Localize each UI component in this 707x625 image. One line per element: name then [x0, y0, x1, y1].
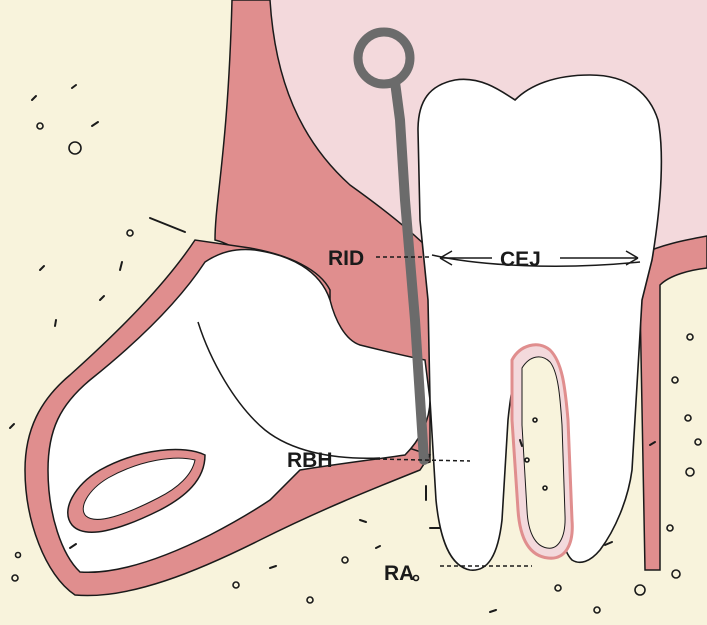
label-cej: CEJ — [500, 248, 541, 271]
label-rid: RID — [328, 247, 364, 270]
root-canal-inner — [522, 357, 565, 548]
label-ra: RA — [384, 562, 414, 585]
label-rbh: RBH — [287, 449, 333, 472]
